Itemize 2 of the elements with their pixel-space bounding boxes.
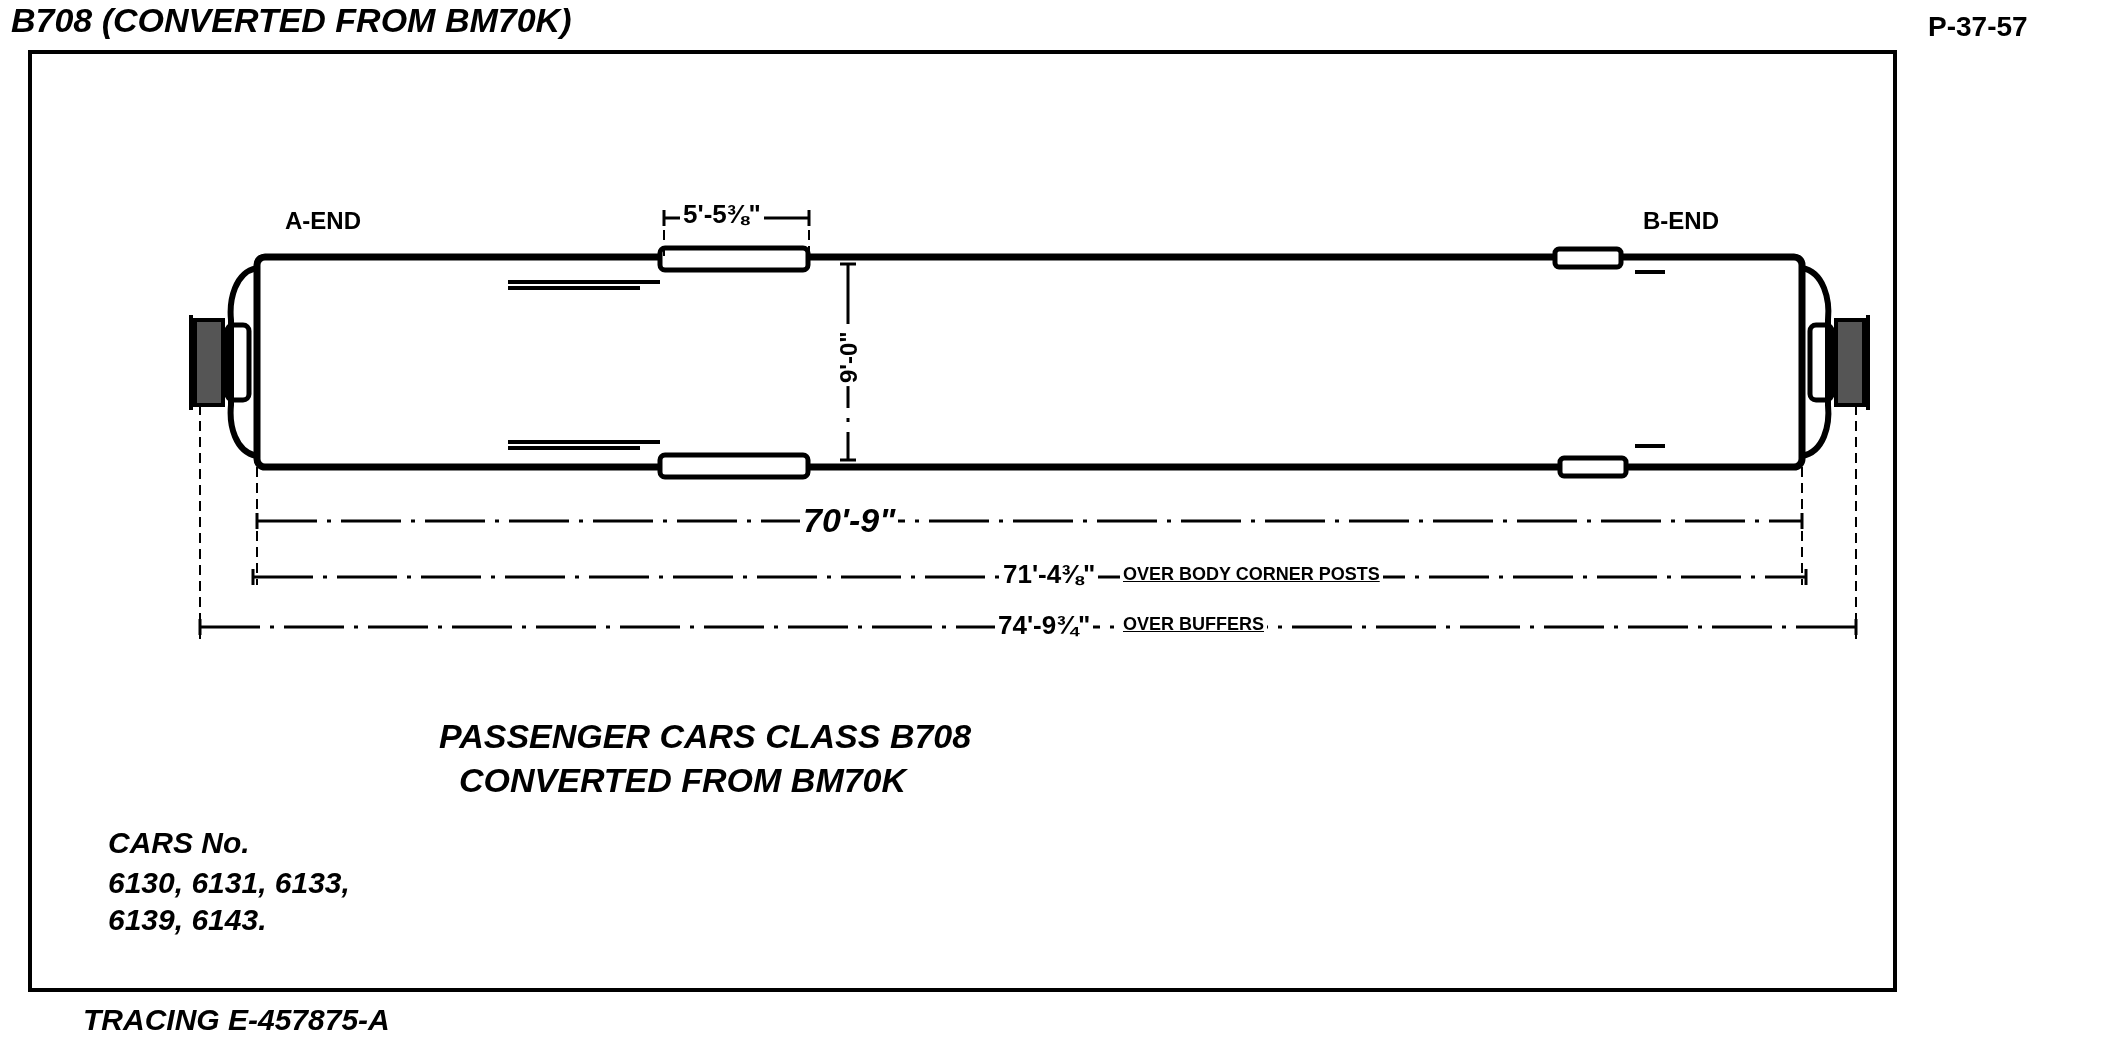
note-text: OVER BUFFERS xyxy=(1120,615,1267,635)
note-text: OVER BODY CORNER POSTS xyxy=(1120,565,1383,585)
